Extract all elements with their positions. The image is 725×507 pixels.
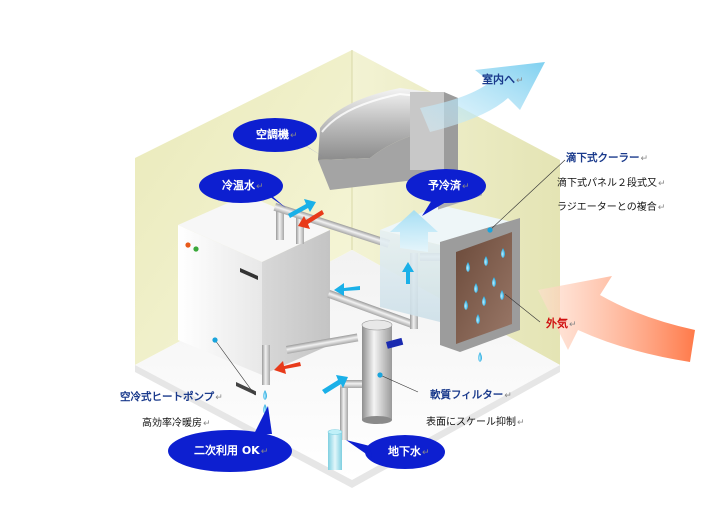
drip-desc-line-1: 滴下式パネル２段式又↵ [557, 179, 666, 189]
chilled-water-label: 冷温水↵ [222, 180, 264, 192]
return-mark: ↵ [657, 203, 666, 213]
leader-dot-filter [377, 372, 383, 378]
ahu-label: 空調機↵ [256, 129, 298, 141]
return-mark: ↵ [504, 391, 512, 401]
return-mark: ↵ [569, 320, 577, 330]
precooled-label-text: 予冷済 [428, 179, 461, 192]
return-mark: ↵ [516, 76, 524, 86]
bubble-groundwater [346, 435, 445, 469]
return-mark: ↵ [203, 419, 211, 429]
groundwater-label-text: 地下水 [388, 445, 421, 458]
secondary-use-label-text: 二次利用 OK [194, 444, 260, 457]
leader-lines [214, 159, 566, 396]
outside-air-label: 外気↵ [546, 318, 577, 330]
indoor-label-text: 室内へ [482, 73, 515, 86]
outside-air-label-text: 外気 [546, 317, 568, 330]
drip-cooler-label-text: 滴下式クーラー [566, 152, 640, 164]
efficiency-label-text: 高効率冷暖房 [142, 418, 202, 429]
outside-air-arrow [538, 276, 695, 362]
well-pipe [327, 429, 343, 470]
return-mark: ↵ [422, 448, 430, 458]
flow-arrows [274, 199, 414, 394]
heat-pump-unit [178, 195, 330, 396]
cool-air-arrow [390, 210, 438, 252]
return-mark: ↵ [260, 447, 269, 457]
drip-cooler-label: 滴下式クーラー↵ [566, 153, 648, 164]
bubble-chilled-water [199, 169, 286, 208]
bubble-ahu [233, 118, 322, 156]
leader-dot-heat-pump [212, 337, 218, 343]
panel-water-drops [464, 248, 505, 324]
filter-label-text: 軟質フィルター [430, 389, 504, 401]
heat-pump-label: 空冷式ヒートポンプ↵ [120, 392, 223, 403]
bubble-precooled [406, 169, 486, 216]
scale-label: 表面にスケール抑制↵ [426, 418, 525, 428]
return-mark: ↵ [256, 182, 264, 192]
secondary-use-label: 二次利用 OK↵ [194, 445, 268, 457]
drip-desc-line-1-text: 滴下式パネル２段式又 [557, 178, 657, 189]
efficiency-label: 高効率冷暖房↵ [142, 419, 211, 429]
scale-label-text: 表面にスケール抑制 [426, 417, 516, 428]
falling-drops [263, 352, 482, 414]
return-mark: ↵ [215, 393, 223, 403]
return-mark: ↵ [640, 154, 649, 164]
return-mark: ↵ [658, 179, 666, 189]
return-mark: ↵ [290, 131, 298, 141]
heat-pump-label-text: 空冷式ヒートポンプ [120, 391, 215, 403]
chilled-water-label-text: 冷温水 [222, 179, 255, 192]
return-mark: ↵ [517, 418, 525, 428]
return-mark: ↵ [462, 182, 470, 192]
indoor-air-arrow [420, 62, 545, 132]
filter-tank [361, 319, 404, 424]
drip-desc-line-2-text: ラジエーターとの複合 [557, 202, 657, 213]
leader-dot-cooler [487, 227, 493, 233]
ahu-label-text: 空調機 [256, 128, 289, 141]
groundwater-label: 地下水↵ [388, 446, 430, 458]
precooled-label: 予冷済↵ [428, 180, 470, 192]
filter-label: 軟質フィルター↵ [430, 390, 512, 401]
drip-desc-line-2: ラジエーターとの複合↵ [557, 203, 665, 213]
indoor-label: 室内へ↵ [482, 74, 524, 86]
bubble-secondary-use [168, 406, 292, 472]
